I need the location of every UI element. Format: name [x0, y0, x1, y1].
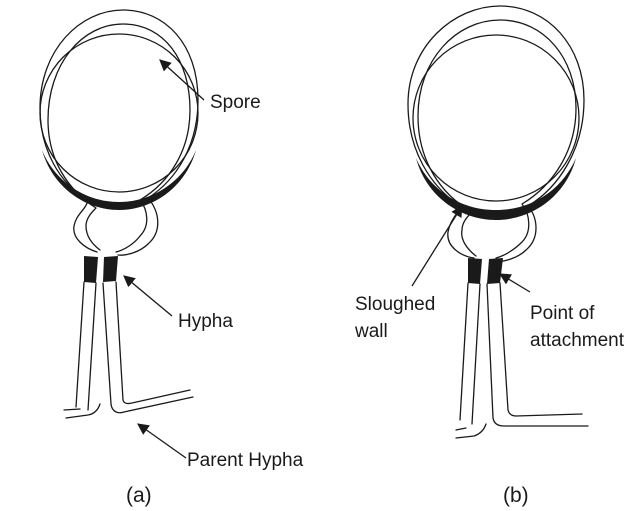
panel-a-caption: (a) [126, 484, 152, 507]
spore-label: Spore [210, 92, 261, 113]
spore-outer-wall-b [408, 6, 584, 262]
sloughed-label-line1: Sloughed [355, 294, 435, 315]
leader-lines-a [124, 60, 204, 458]
parent-hypha-arrow [138, 424, 186, 458]
attachment-label-line1: Point of [530, 303, 595, 324]
sloughed-wall-arrow [412, 206, 462, 286]
hypha-label: Hypha [178, 311, 233, 332]
spore-body-b [413, 35, 579, 220]
hypha-arrow [124, 276, 172, 316]
spore-inner-wall-a [48, 24, 190, 252]
panel-b: Sloughed wall Point of attachment (b) [354, 6, 625, 507]
sloughed-label-line2: wall [354, 321, 388, 342]
spore-outer-wall-a [40, 10, 198, 255]
attachment-label-line2: attachment [530, 330, 625, 351]
attachment-arrow [500, 274, 530, 292]
panel-b-caption: (b) [503, 484, 529, 507]
panel-a: Spore Hypha Parent Hypha (a) [40, 10, 304, 507]
parent-hypha-label: Parent Hypha [187, 450, 304, 471]
